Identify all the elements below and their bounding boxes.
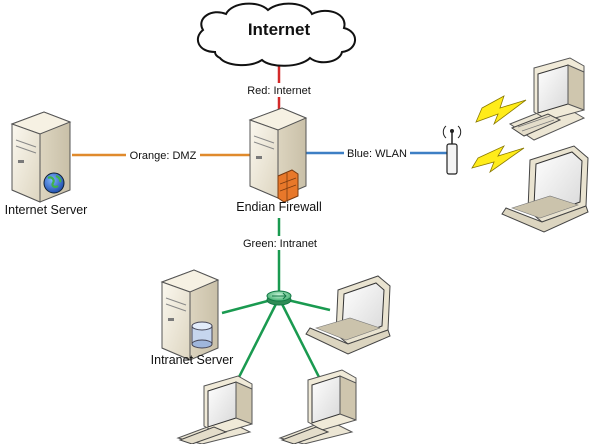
- intranet-desktop-computer-right-icon: [278, 369, 357, 444]
- internet-cloud-icon: [196, 2, 356, 67]
- intranet-server-icon: [160, 269, 220, 361]
- database-icon: [191, 321, 213, 349]
- network-hub-icon: [266, 290, 292, 306]
- intranet-server-label: Intranet Server: [151, 353, 234, 367]
- lightning-signal-icon: [471, 95, 527, 174]
- globe-icon: [43, 172, 65, 194]
- firewall-icon: [277, 169, 299, 203]
- internet-label: Internet: [248, 20, 311, 39]
- wlan-laptop-icon: [501, 145, 589, 233]
- wireless-access-point-icon: [442, 125, 462, 175]
- orange-link-label: Orange: DMZ: [130, 150, 197, 162]
- red-link-label: Red: Internet: [247, 85, 311, 97]
- green-link-label: Green: Intranet: [243, 238, 317, 250]
- blue-link-label: Blue: WLAN: [347, 148, 407, 160]
- internet-server-label: Internet Server: [5, 203, 88, 217]
- wlan-desktop-computer-icon: [508, 57, 586, 141]
- intranet-desktop-computer-left-icon: [176, 375, 253, 444]
- firewall-label: Endian Firewall: [236, 200, 321, 214]
- intranet-laptop-icon: [305, 275, 391, 355]
